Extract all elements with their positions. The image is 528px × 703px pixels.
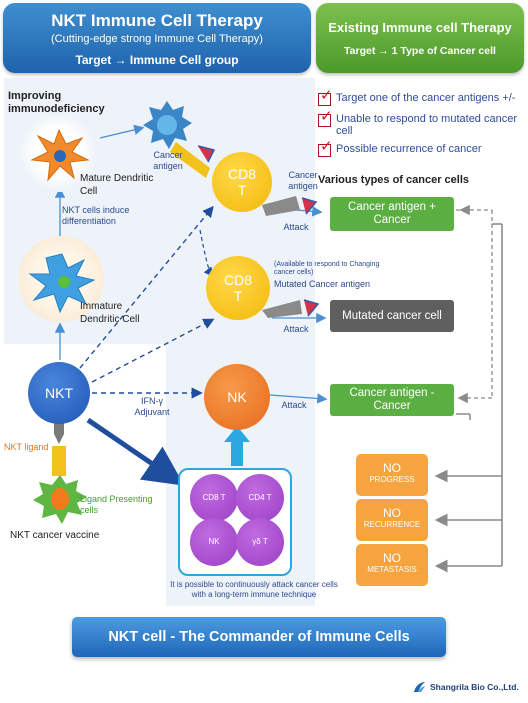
header-subtitle: (Cutting-edge strong Immune Cell Therapy… bbox=[51, 33, 263, 45]
gd-t-subgroup-cell: γδ T bbox=[236, 518, 284, 566]
ligand-presenting-cell-icon bbox=[33, 475, 87, 524]
nkt-induce-label: NKT cells induce differentiation bbox=[62, 205, 130, 226]
mature-dc-label: Mature Dendritic Cell bbox=[80, 173, 154, 197]
checkbox-icon: ✓ bbox=[318, 108, 333, 127]
existing-target: Target → 1 Type of Cancer cell bbox=[344, 45, 496, 57]
attack-label: Attack bbox=[283, 324, 309, 334]
company-logo-icon bbox=[414, 682, 425, 692]
company-logo: Shangrila Bio Co.,Ltd. bbox=[412, 679, 524, 695]
ligand-presenting-label: Ligand Presenting cells bbox=[80, 494, 153, 515]
checkbox-icon: ✓ bbox=[318, 87, 333, 106]
nkt-therapy-header: NKT Immune Cell Therapy (Cutting-edge st… bbox=[3, 3, 311, 73]
attack-label: Attack bbox=[283, 222, 309, 232]
cd8-t-subgroup-cell: CD8 T bbox=[190, 474, 238, 522]
existing-title: Existing Immune cell Therapy bbox=[328, 20, 512, 35]
immature-dendritic-cell-icon bbox=[28, 253, 96, 314]
commander-banner: NKT cell - The Commander of Immune Cells bbox=[72, 617, 446, 657]
immature-dc-label: Immature Dendritic Cell bbox=[80, 301, 140, 325]
checklist: ✓Target one of the cancer antigens +/- ✓… bbox=[318, 87, 524, 157]
mutated-cancer-box: Mutated cancer cell bbox=[330, 300, 454, 332]
mutated-antigen-label: Mutated Cancer antigen bbox=[274, 279, 371, 289]
cancer-antigen-minus-box: Cancer antigen - Cancer bbox=[330, 384, 454, 416]
checklist-item: ✓Target one of the cancer antigens +/- bbox=[318, 87, 516, 106]
continuous-label: It is possible to continuously attack ca… bbox=[170, 580, 338, 599]
cancer-antigen-label: Cancer antigen bbox=[153, 150, 183, 171]
cancer-antigen-plus-box: Cancer antigen + Cancer bbox=[330, 197, 454, 231]
cancer-antigen-cd8-label: Cancer antigen bbox=[288, 170, 318, 191]
header-title: NKT Immune Cell Therapy bbox=[51, 11, 263, 30]
available-label: (Available to respond to Changing cancer… bbox=[274, 261, 380, 276]
improving-label: Improving immunodeficiency bbox=[8, 90, 105, 115]
checklist-item: ✓Possible recurrence of cancer bbox=[318, 138, 482, 157]
nk-subgroup-cell: NK bbox=[190, 518, 238, 566]
nkt-vaccine-label: NKT cancer vaccine bbox=[10, 530, 100, 541]
ifn-label: IFN-γ Adjuvant bbox=[134, 396, 170, 417]
mature-dendritic-cell-icon bbox=[30, 128, 90, 182]
attack-label: Attack bbox=[281, 400, 307, 410]
various-cancer-label: Various types of cancer cells bbox=[318, 174, 470, 186]
cd4-t-subgroup-cell: CD4 T bbox=[236, 474, 284, 522]
checkbox-icon: ✓ bbox=[318, 138, 333, 157]
cd8-t-cell-top: CD8 T bbox=[212, 152, 272, 212]
nk-cell: NK bbox=[204, 364, 270, 430]
header-target: Target → Immune Cell group bbox=[75, 53, 239, 67]
nkt-cell: NKT bbox=[28, 362, 90, 424]
checklist-item: ✓Unable to respond to mutated cancer cel… bbox=[318, 108, 518, 137]
company-name: Shangrila Bio Co.,Ltd. bbox=[430, 682, 519, 692]
existing-therapy-header: Existing Immune cell Therapy Target → 1 … bbox=[316, 3, 524, 73]
nkt-ligand-label: NKT ligand bbox=[4, 442, 49, 452]
antigen-presenting-cell-icon bbox=[143, 101, 192, 149]
cd8-t-cell-middle: CD8 T bbox=[206, 256, 270, 320]
